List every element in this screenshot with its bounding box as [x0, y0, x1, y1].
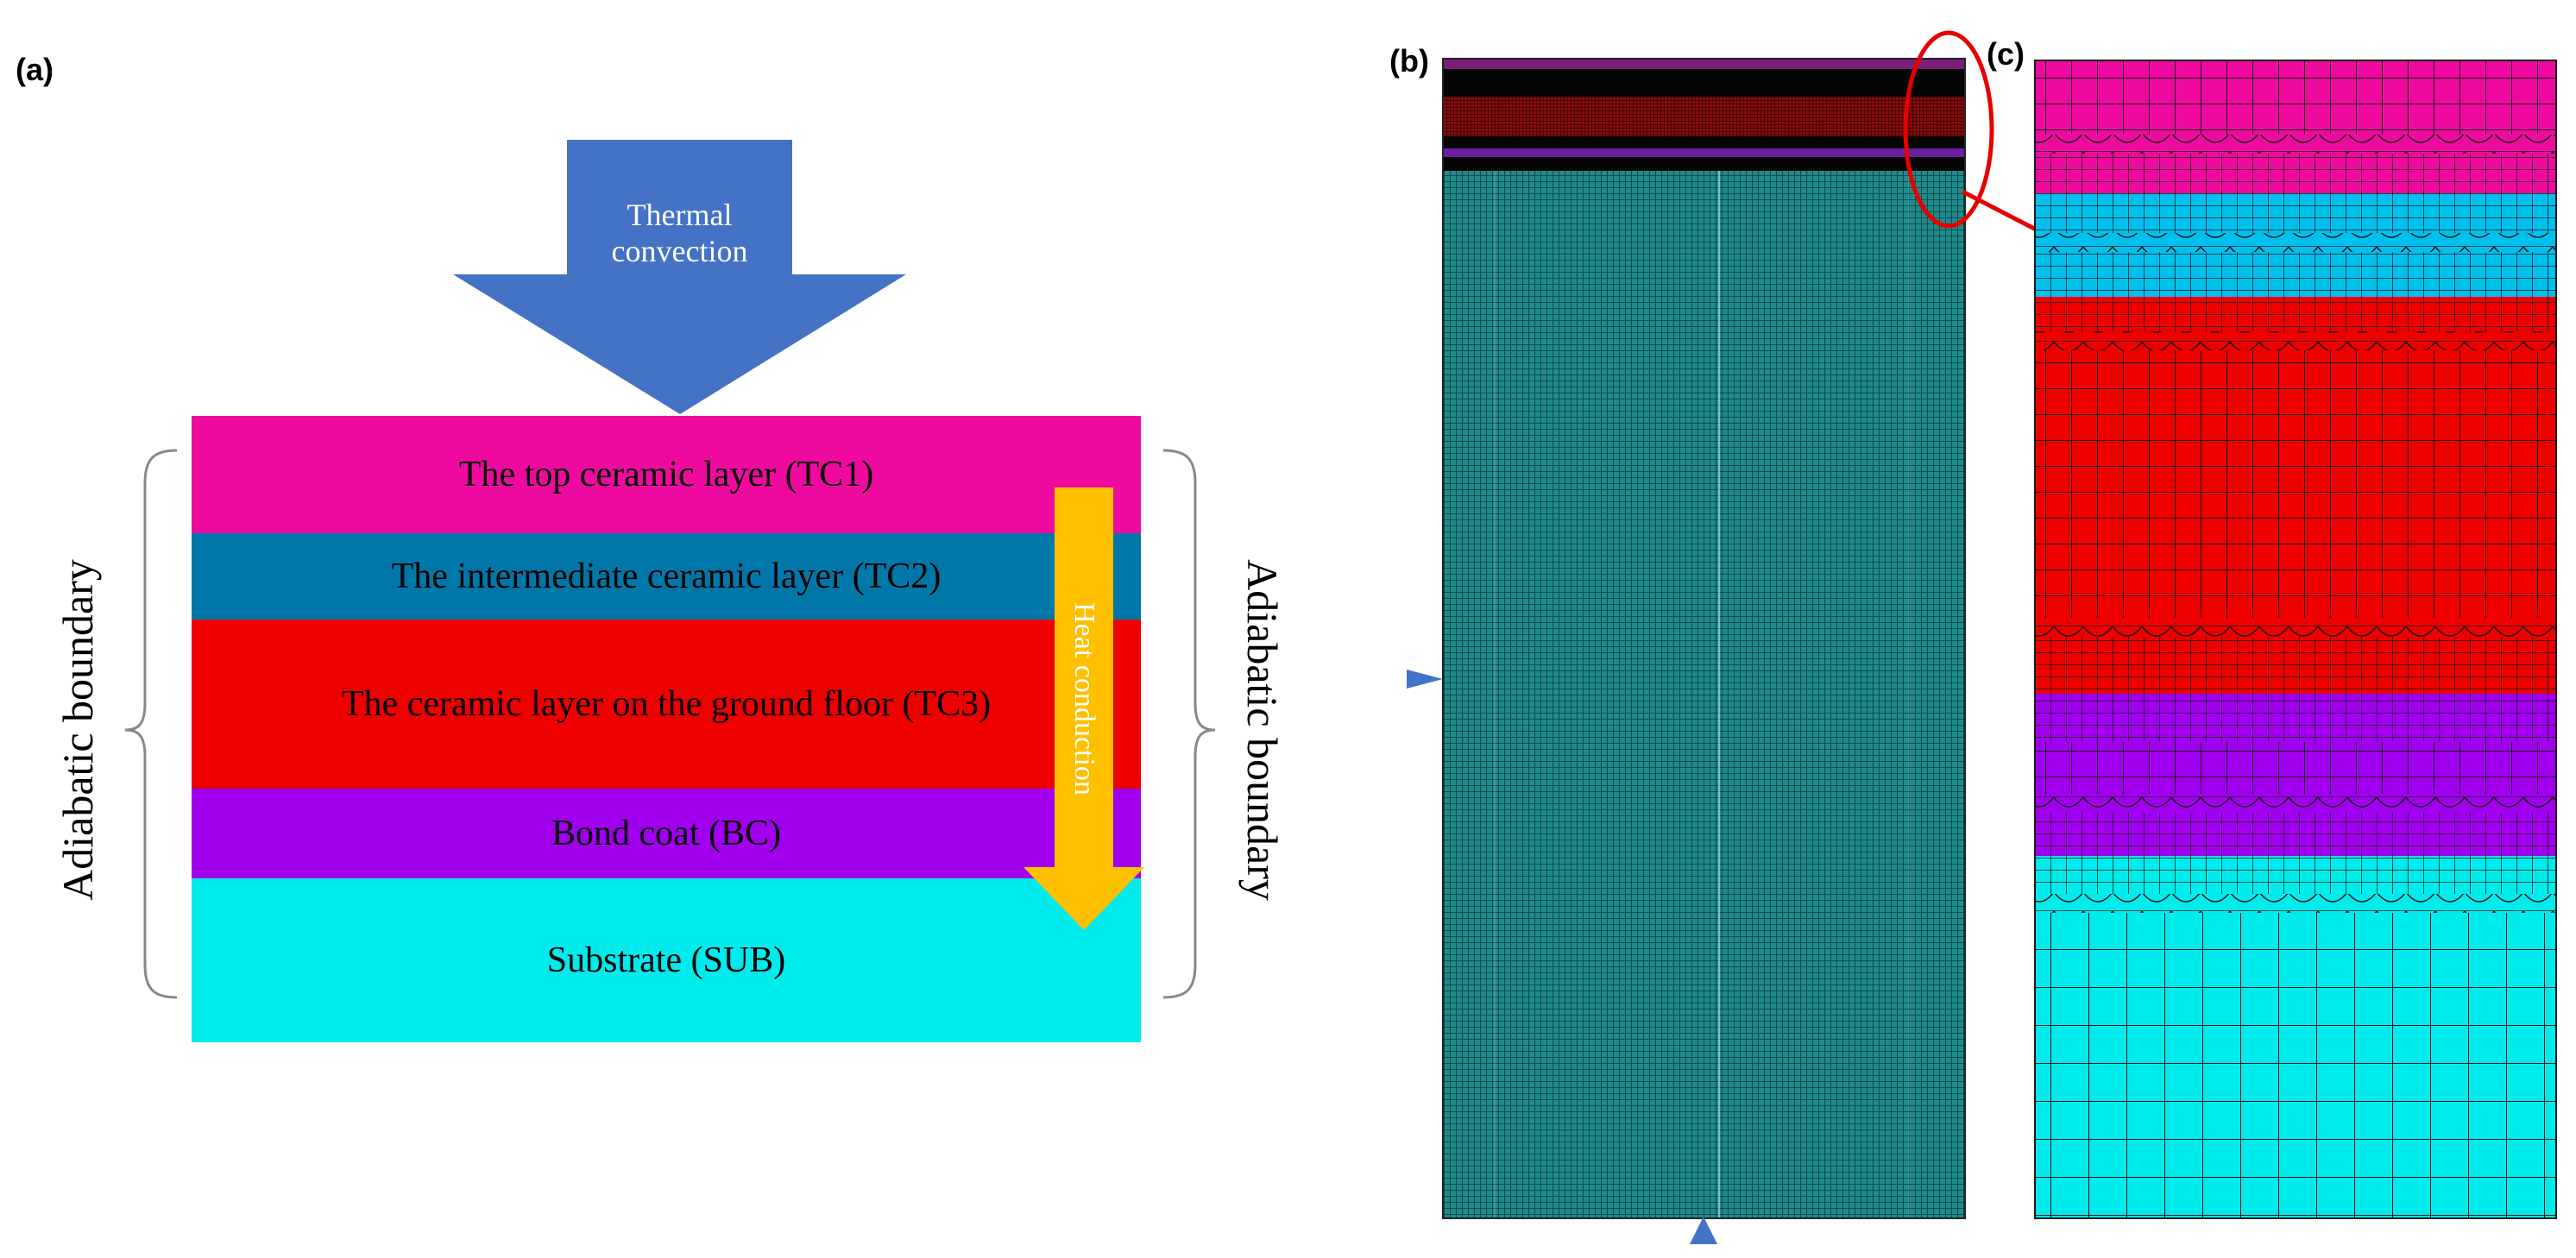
layer-tc1: The top ceramic layer (TC1) — [192, 416, 1141, 533]
layer-tc2: The intermediate ceramic layer (TC2) — [192, 533, 1141, 620]
convection-label-line1: Thermal — [627, 198, 733, 232]
layer-sub-label: Substrate (SUB) — [546, 940, 786, 980]
convection-label: Thermal convection — [567, 197, 792, 269]
layer-tc3: The ceramic layer on the ground floor (T… — [192, 620, 1141, 789]
panel-c-label: (c) — [1987, 36, 2025, 72]
panel-b-label: (b) — [1389, 43, 1429, 79]
layer-tc2-label: The intermediate ceramic layer (TC2) — [391, 557, 942, 596]
layer-bc-label: Bond coat (BC) — [551, 814, 781, 853]
bottom-constraint-icon — [1690, 1217, 1717, 1244]
layer-tc3-label: The ceramic layer on the ground floor (T… — [341, 684, 992, 724]
left-constraint-icon — [1407, 670, 1443, 689]
layer-bc: Bond coat (BC) — [192, 789, 1141, 878]
layer-tc1-label: The top ceramic layer (TC1) — [458, 455, 874, 494]
layer-sub: Substrate (SUB) — [192, 878, 1141, 1042]
zoom-highlight-ellipse — [1903, 30, 1994, 229]
convection-label-line2: convection — [611, 234, 748, 268]
panel-a-label: (a) — [16, 52, 54, 87]
